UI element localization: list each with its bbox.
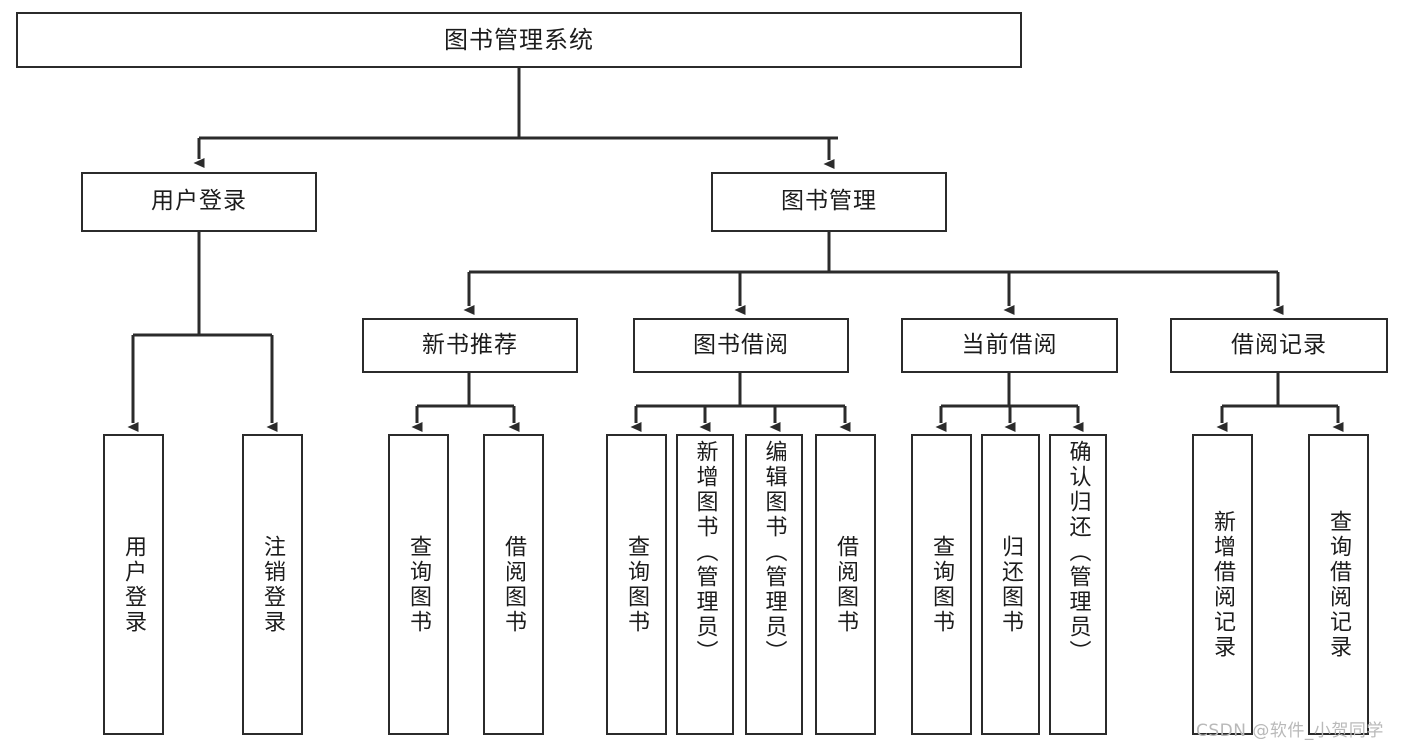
node-label: 归还图书 xyxy=(998,534,1024,635)
node-current-borrow[interactable]: 当前借阅 xyxy=(901,318,1118,373)
node-label: 借阅图书 xyxy=(833,534,859,635)
node-label: 借阅记录 xyxy=(1231,331,1327,358)
leaf-add-book-admin[interactable]: 新增图书（管理员） xyxy=(676,434,734,735)
leaf-borrow-book[interactable]: 借阅图书 xyxy=(815,434,876,735)
leaf-logout[interactable]: 注销登录 xyxy=(242,434,303,735)
node-label: 新书推荐 xyxy=(422,331,518,358)
node-label: 图书借阅 xyxy=(693,331,789,358)
node-user-login[interactable]: 用户登录 xyxy=(81,172,317,232)
node-label: 当前借阅 xyxy=(961,331,1058,358)
node-label: 图书管理系统 xyxy=(444,25,594,54)
leaf-query-book-borrow[interactable]: 查询图书 xyxy=(606,434,667,735)
node-root-book-management-system[interactable]: 图书管理系统 xyxy=(16,12,1022,68)
node-label: 确认归还（管理员） xyxy=(1065,440,1091,665)
node-label: 用户登录 xyxy=(121,534,147,635)
node-label: 查询图书 xyxy=(406,534,432,635)
node-label: 图书管理 xyxy=(781,188,877,215)
leaf-edit-book-admin[interactable]: 编辑图书（管理员） xyxy=(745,434,803,735)
leaf-query-book-current[interactable]: 查询图书 xyxy=(911,434,972,735)
node-book-borrow[interactable]: 图书借阅 xyxy=(633,318,849,373)
node-label: 编辑图书（管理员） xyxy=(761,440,787,665)
node-label: 查询图书 xyxy=(929,534,955,635)
leaf-confirm-return-admin[interactable]: 确认归还（管理员） xyxy=(1049,434,1107,735)
watermark-text: CSDN @软件_小贺同学 xyxy=(1196,721,1384,741)
leaf-query-borrow-record[interactable]: 查询借阅记录 xyxy=(1308,434,1369,735)
node-label: 用户登录 xyxy=(151,188,247,215)
leaf-user-login[interactable]: 用户登录 xyxy=(103,434,164,735)
node-new-book-recommend[interactable]: 新书推荐 xyxy=(362,318,578,373)
node-label: 新增借阅记录 xyxy=(1210,509,1236,660)
node-borrow-record[interactable]: 借阅记录 xyxy=(1170,318,1388,373)
leaf-add-borrow-record[interactable]: 新增借阅记录 xyxy=(1192,434,1253,735)
leaf-borrow-book-recommend[interactable]: 借阅图书 xyxy=(483,434,544,735)
leaf-query-book-recommend[interactable]: 查询图书 xyxy=(388,434,449,735)
node-label: 借阅图书 xyxy=(501,534,527,635)
node-label: 查询图书 xyxy=(624,534,650,635)
node-label: 新增图书（管理员） xyxy=(692,440,718,665)
node-book-management[interactable]: 图书管理 xyxy=(711,172,947,232)
leaf-return-book[interactable]: 归还图书 xyxy=(981,434,1040,735)
node-label: 查询借阅记录 xyxy=(1326,509,1352,660)
node-label: 注销登录 xyxy=(260,534,286,635)
